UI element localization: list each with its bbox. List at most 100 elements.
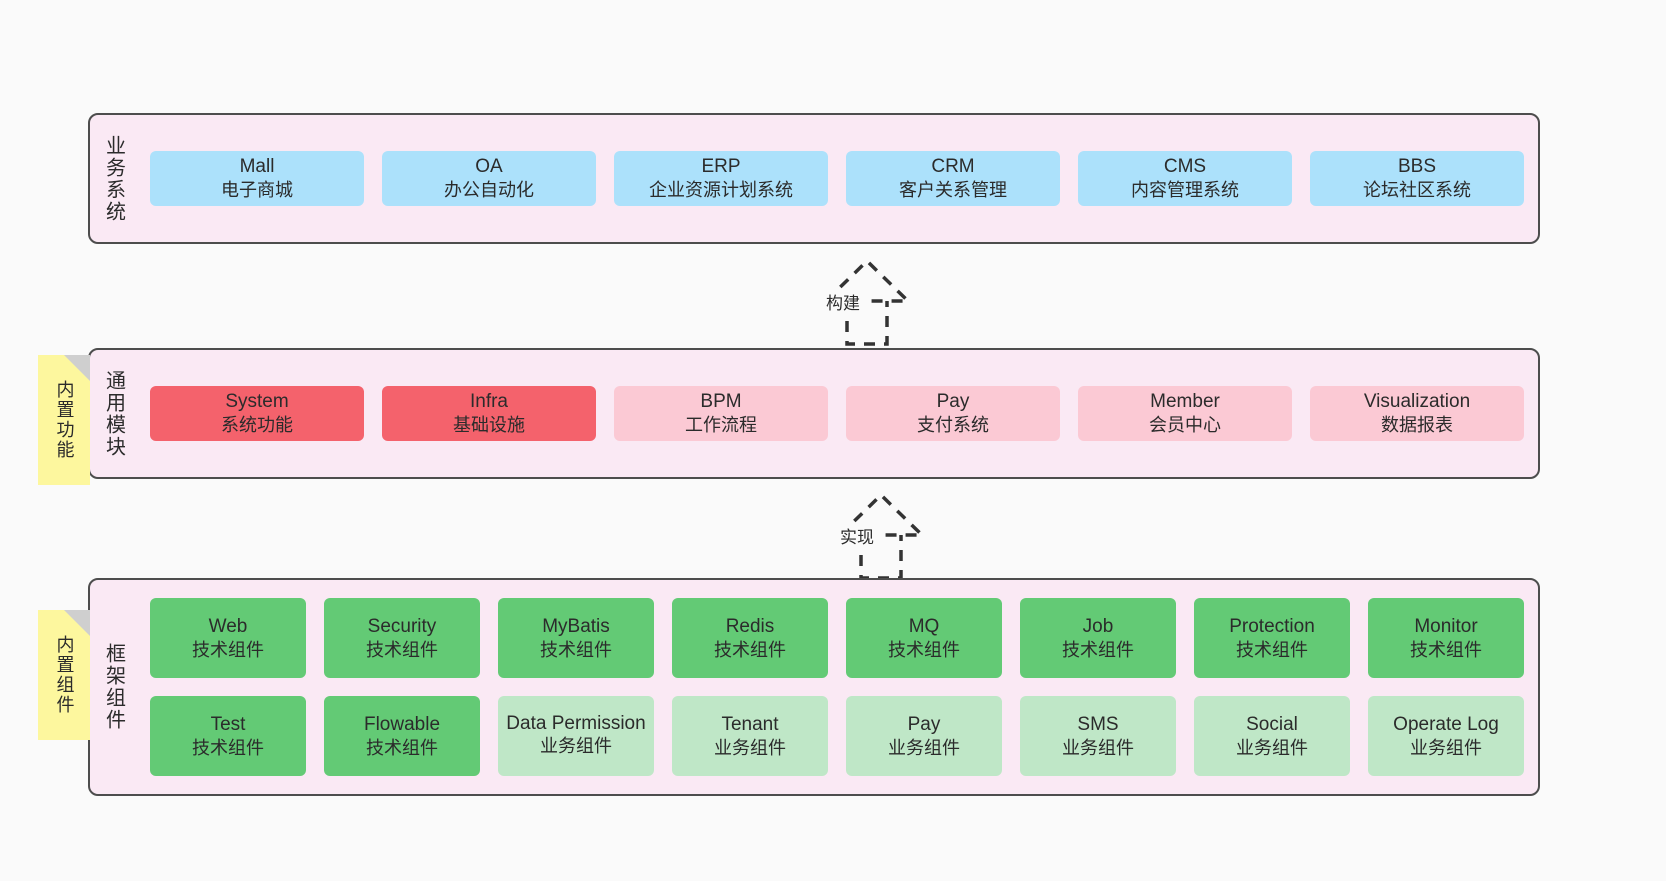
cell-operate-log[interactable]: Operate Log 业务组件	[1368, 696, 1524, 776]
cell-mybatis[interactable]: MyBatis 技术组件	[498, 598, 654, 678]
cell-subtitle: 技术组件	[714, 639, 786, 660]
cell-subtitle: 业务组件	[1410, 737, 1482, 758]
cell-subtitle: 支付系统	[917, 415, 989, 436]
cell-oa[interactable]: OA 办公自动化	[382, 151, 596, 206]
cell-title: System	[225, 391, 289, 413]
cell-title: Pay	[936, 391, 970, 413]
cell-subtitle: 工作流程	[685, 415, 757, 436]
cell-title: BBS	[1397, 156, 1437, 178]
cell-title: Test	[210, 713, 246, 735]
cell-crm[interactable]: CRM 客户关系管理	[846, 151, 1060, 206]
note-text: 内置组件	[54, 635, 75, 715]
cell-subtitle: 业务组件	[1236, 737, 1308, 758]
cell-title: MyBatis	[542, 615, 610, 637]
cell-member[interactable]: Member 会员中心	[1078, 386, 1292, 441]
layer-body-framework-components: Web 技术组件 Security 技术组件 MyBatis 技术组件 Redi…	[136, 580, 1538, 794]
cell-title: Member	[1150, 391, 1220, 413]
cell-title: Web	[208, 615, 248, 637]
cell-subtitle: 技术组件	[540, 639, 612, 660]
cell-job[interactable]: Job 技术组件	[1020, 598, 1176, 678]
cell-subtitle: 业务组件	[888, 737, 960, 758]
layer-label-common-modules: 通用模块	[102, 369, 125, 458]
cell-subtitle: 数据报表	[1381, 415, 1453, 436]
cell-subtitle: 技术组件	[1062, 639, 1134, 660]
cell-subtitle: 电子商城	[221, 180, 293, 201]
cell-subtitle: 会员中心	[1149, 415, 1221, 436]
cell-pay[interactable]: Pay 支付系统	[846, 386, 1060, 441]
cell-subtitle: 办公自动化	[444, 180, 534, 201]
cell-subtitle: 系统功能	[221, 415, 293, 436]
cell-protection[interactable]: Protection 技术组件	[1194, 598, 1350, 678]
cell-subtitle: 技术组件	[366, 737, 438, 758]
layer-label-business-systems: 业务系统	[102, 134, 125, 223]
cell-title: Data Permission	[506, 713, 646, 735]
cell-title: OA	[475, 156, 503, 178]
cell-title: Monitor	[1414, 615, 1478, 637]
cell-redis[interactable]: Redis 技术组件	[672, 598, 828, 678]
cell-security[interactable]: Security 技术组件	[324, 598, 480, 678]
cell-bbs[interactable]: BBS 论坛社区系统	[1310, 151, 1524, 206]
cell-subtitle: 技术组件	[1236, 639, 1308, 660]
layer-business-systems[interactable]: 业务系统 Mall 电子商城 OA 办公自动化 ERP 企业资源计划系统 CRM…	[88, 113, 1540, 244]
cell-subtitle: 内容管理系统	[1131, 180, 1239, 201]
cell-title: Job	[1082, 615, 1114, 637]
cell-title: Operate Log	[1393, 713, 1499, 735]
cell-subtitle: 技术组件	[366, 639, 438, 660]
arrow-label-implement: 实现	[837, 523, 877, 548]
cell-title: Tenant	[721, 713, 779, 735]
cell-title: ERP	[701, 156, 741, 178]
cell-title: Security	[367, 615, 437, 637]
cell-test[interactable]: Test 技术组件	[150, 696, 306, 776]
cell-subtitle: 技术组件	[192, 639, 264, 660]
cell-subtitle: 基础设施	[453, 415, 525, 436]
generalization-arrow-icon	[821, 258, 913, 346]
row-business-components: Test 技术组件 Flowable 技术组件 Data Permission …	[150, 696, 1524, 776]
cell-pay-component[interactable]: Pay 业务组件	[846, 696, 1002, 776]
cell-erp[interactable]: ERP 企业资源计划系统	[614, 151, 828, 206]
cell-subtitle: 技术组件	[192, 737, 264, 758]
cell-subtitle: 企业资源计划系统	[649, 180, 793, 201]
cell-sms[interactable]: SMS 业务组件	[1020, 696, 1176, 776]
cell-tenant[interactable]: Tenant 业务组件	[672, 696, 828, 776]
cell-infra[interactable]: Infra 基础设施	[382, 386, 596, 441]
layer-body-common-modules: System 系统功能 Infra 基础设施 BPM 工作流程 Pay 支付系统…	[136, 350, 1538, 477]
cell-social[interactable]: Social 业务组件	[1194, 696, 1350, 776]
cell-title: SMS	[1077, 713, 1119, 735]
cell-title: Protection	[1229, 615, 1315, 637]
note-text: 内置功能	[54, 380, 75, 460]
page-fold-icon	[64, 355, 90, 381]
note-builtin-features[interactable]: 内置功能	[38, 355, 90, 485]
cell-title: Mall	[239, 156, 275, 178]
cell-bpm[interactable]: BPM 工作流程	[614, 386, 828, 441]
cell-title: Redis	[725, 615, 775, 637]
layer-label-framework-components: 框架组件	[102, 643, 125, 731]
row-tech-components: Web 技术组件 Security 技术组件 MyBatis 技术组件 Redi…	[150, 598, 1524, 678]
cell-system[interactable]: System 系统功能	[150, 386, 364, 441]
layer-common-modules[interactable]: 通用模块 System 系统功能 Infra 基础设施 BPM 工作流程 Pay…	[88, 348, 1540, 479]
cell-title: Social	[1246, 713, 1298, 735]
layer-body-business-systems: Mall 电子商城 OA 办公自动化 ERP 企业资源计划系统 CRM 客户关系…	[136, 115, 1538, 242]
cell-subtitle: 论坛社区系统	[1363, 180, 1471, 201]
arrow-build: 构建	[762, 258, 942, 358]
cell-monitor[interactable]: Monitor 技术组件	[1368, 598, 1524, 678]
cell-subtitle: 客户关系管理	[899, 180, 1007, 201]
cell-title: MQ	[908, 615, 940, 637]
cell-title: CRM	[931, 156, 975, 178]
cell-flowable[interactable]: Flowable 技术组件	[324, 696, 480, 776]
cell-web[interactable]: Web 技术组件	[150, 598, 306, 678]
cell-visualization[interactable]: Visualization 数据报表	[1310, 386, 1524, 441]
row-common-modules: System 系统功能 Infra 基础设施 BPM 工作流程 Pay 支付系统…	[150, 386, 1524, 441]
layer-framework-components[interactable]: 框架组件 Web 技术组件 Security 技术组件 MyBatis 技术组件…	[88, 578, 1540, 796]
cell-data-permission[interactable]: Data Permission 业务组件	[498, 696, 654, 776]
arrow-label-build: 构建	[823, 289, 863, 314]
cell-title: BPM	[700, 391, 742, 413]
note-builtin-components[interactable]: 内置组件	[38, 610, 90, 740]
cell-title: CMS	[1163, 156, 1207, 178]
cell-mq[interactable]: MQ 技术组件	[846, 598, 1002, 678]
cell-title: Visualization	[1363, 391, 1471, 413]
cell-subtitle: 业务组件	[714, 737, 786, 758]
cell-cms[interactable]: CMS 内容管理系统	[1078, 151, 1292, 206]
cell-mall[interactable]: Mall 电子商城	[150, 151, 364, 206]
cell-title: Infra	[469, 391, 509, 413]
